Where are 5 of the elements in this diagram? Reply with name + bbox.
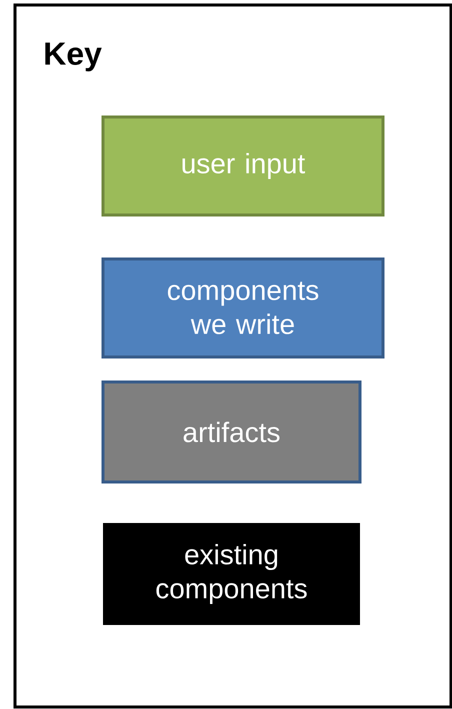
key-title: Key [45,42,102,72]
legend-label: user input [182,152,306,180]
legend-label: existing components [156,544,307,604]
legend-label: artifacts [184,422,280,442]
legend-label: components we write [168,282,318,334]
